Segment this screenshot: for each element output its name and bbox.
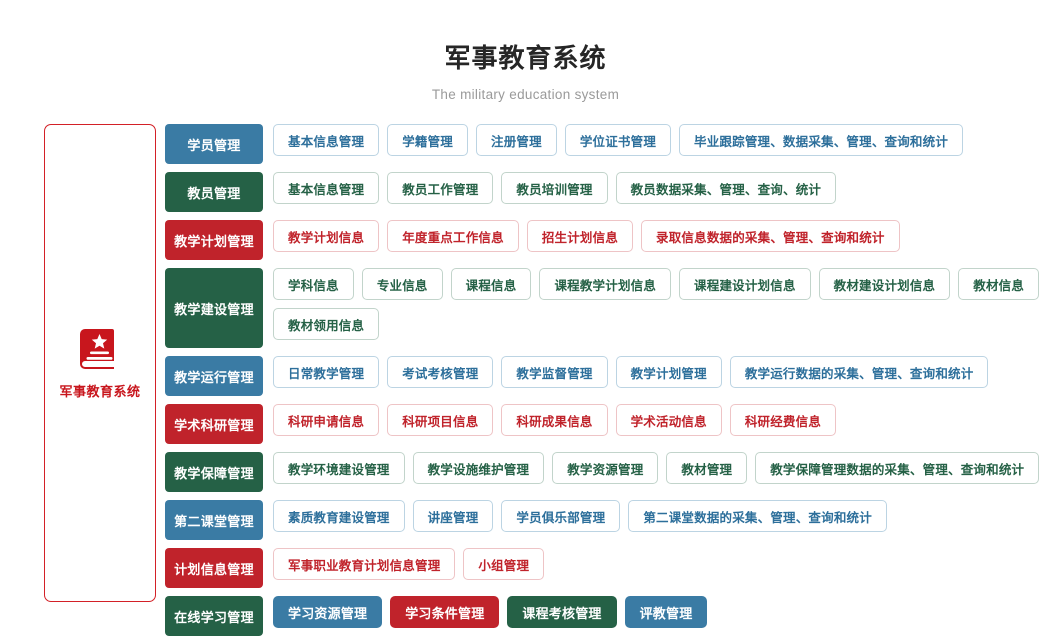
- module-item-button[interactable]: 科研申请信息: [273, 404, 380, 436]
- module-item-button[interactable]: 第二课堂数据的采集、管理、查询和统计: [628, 500, 887, 532]
- module-rows: 学员管理基本信息管理学籍管理注册管理学位证书管理毕业跟踪管理、数据采集、管理、查…: [165, 124, 1051, 644]
- module-item-button[interactable]: 教学环境建设管理: [273, 452, 405, 484]
- module-item-button[interactable]: 学习资源管理: [273, 596, 383, 628]
- module-item-button[interactable]: 学位证书管理: [564, 124, 672, 156]
- module-row-label[interactable]: 第二课堂管理: [165, 500, 263, 540]
- module-row: 在线学习管理学习资源管理学习条件管理课程考核管理评教管理: [165, 596, 1051, 636]
- module-item-button[interactable]: 专业信息: [361, 268, 443, 300]
- page-header: 军事教育系统 The military education system: [0, 0, 1051, 102]
- module-item-button[interactable]: 教学设施维护管理: [412, 452, 545, 484]
- module-item-button[interactable]: 教学监督管理: [501, 356, 608, 388]
- module-row-label[interactable]: 学员管理: [165, 124, 263, 164]
- module-item-button[interactable]: 教学运行数据的采集、管理、查询和统计: [729, 356, 989, 388]
- module-row-items: 基本信息管理教员工作管理教员培训管理教员数据采集、管理、查询、统计: [273, 172, 1051, 212]
- module-row: 第二课堂管理素质教育建设管理讲座管理学员俱乐部管理第二课堂数据的采集、管理、查询…: [165, 500, 1051, 540]
- module-item-button[interactable]: 教学保障管理数据的采集、管理、查询和统计: [755, 452, 1040, 484]
- module-item-button[interactable]: 评教管理: [624, 596, 708, 628]
- module-item-button[interactable]: 教员培训管理: [501, 172, 608, 204]
- module-item-button[interactable]: 注册管理: [476, 124, 557, 156]
- module-row: 教员管理基本信息管理教员工作管理教员培训管理教员数据采集、管理、查询、统计: [165, 172, 1051, 212]
- module-item-button[interactable]: 学员俱乐部管理: [501, 500, 621, 532]
- module-item-button[interactable]: 考试考核管理: [387, 356, 494, 388]
- module-row-label[interactable]: 教学保障管理: [165, 452, 263, 492]
- module-row-items: 科研申请信息科研项目信息科研成果信息学术活动信息科研经费信息: [273, 404, 1051, 444]
- module-row-items: 素质教育建设管理讲座管理学员俱乐部管理第二课堂数据的采集、管理、查询和统计: [273, 500, 1051, 540]
- book-star-icon: [80, 327, 120, 371]
- module-item-button[interactable]: 教员数据采集、管理、查询、统计: [615, 172, 837, 204]
- module-row-label[interactable]: 学术科研管理: [165, 404, 263, 444]
- module-row: 学员管理基本信息管理学籍管理注册管理学位证书管理毕业跟踪管理、数据采集、管理、查…: [165, 124, 1051, 164]
- module-item-button[interactable]: 教学计划信息: [273, 220, 380, 252]
- module-row-label[interactable]: 教学运行管理: [165, 356, 263, 396]
- module-item-button[interactable]: 课程考核管理: [507, 596, 617, 628]
- module-row: 教学建设管理学科信息专业信息课程信息课程教学计划信息课程建设计划信息教材建设计划…: [165, 268, 1051, 348]
- module-item-button[interactable]: 教材建设计划信息: [818, 268, 951, 300]
- module-row: 学术科研管理科研申请信息科研项目信息科研成果信息学术活动信息科研经费信息: [165, 404, 1051, 444]
- module-row: 计划信息管理军事职业教育计划信息管理小组管理: [165, 548, 1051, 588]
- module-item-button[interactable]: 科研经费信息: [729, 404, 837, 436]
- page-title: 军事教育系统: [444, 43, 607, 73]
- module-row: 教学运行管理日常教学管理考试考核管理教学监督管理教学计划管理教学运行数据的采集、…: [165, 356, 1051, 396]
- module-item-button[interactable]: 教材领用信息: [273, 308, 380, 340]
- module-item-button[interactable]: 教学计划管理: [615, 356, 722, 388]
- module-item-button[interactable]: 小组管理: [463, 548, 545, 580]
- module-item-button[interactable]: 学科信息: [273, 268, 354, 300]
- system-brand-label: 军事教育系统: [59, 383, 141, 399]
- module-item-button[interactable]: 学习条件管理: [390, 596, 500, 628]
- module-item-button[interactable]: 科研成果信息: [501, 404, 608, 436]
- module-item-button[interactable]: 课程建设计划信息: [679, 268, 811, 300]
- module-row-items: 教学计划信息年度重点工作信息招生计划信息录取信息数据的采集、管理、查询和统计: [273, 220, 1051, 260]
- module-row-label[interactable]: 教学计划管理: [165, 220, 263, 260]
- module-item-button[interactable]: 素质教育建设管理: [273, 500, 405, 532]
- module-item-button[interactable]: 招生计划信息: [526, 220, 634, 252]
- module-row-label[interactable]: 计划信息管理: [165, 548, 263, 588]
- module-row-items: 教学环境建设管理教学设施维护管理教学资源管理教材管理教学保障管理数据的采集、管理…: [273, 452, 1051, 492]
- module-item-button[interactable]: 军事职业教育计划信息管理: [273, 548, 456, 580]
- module-row: 教学计划管理教学计划信息年度重点工作信息招生计划信息录取信息数据的采集、管理、查…: [165, 220, 1051, 260]
- module-item-button[interactable]: 教材管理: [666, 452, 748, 484]
- module-item-button[interactable]: 课程教学计划信息: [539, 268, 672, 300]
- module-item-button[interactable]: 课程信息: [450, 268, 532, 300]
- module-row-items: 学习资源管理学习条件管理课程考核管理评教管理: [273, 596, 1051, 636]
- module-item-button[interactable]: 教材信息: [958, 268, 1040, 300]
- module-row: 教学保障管理教学环境建设管理教学设施维护管理教学资源管理教材管理教学保障管理数据…: [165, 452, 1051, 492]
- module-item-button[interactable]: 科研项目信息: [387, 404, 494, 436]
- system-brand-card[interactable]: 军事教育系统: [44, 124, 156, 602]
- module-row-label[interactable]: 在线学习管理: [165, 596, 263, 636]
- module-item-button[interactable]: 学术活动信息: [615, 404, 722, 436]
- module-item-button[interactable]: 日常教学管理: [273, 356, 380, 388]
- module-row-items: 日常教学管理考试考核管理教学监督管理教学计划管理教学运行数据的采集、管理、查询和…: [273, 356, 1051, 396]
- module-item-button[interactable]: 基本信息管理: [273, 124, 380, 156]
- module-row-items: 军事职业教育计划信息管理小组管理: [273, 548, 1051, 588]
- module-row-label[interactable]: 教学建设管理: [165, 268, 263, 348]
- module-item-button[interactable]: 毕业跟踪管理、数据采集、管理、查询和统计: [679, 124, 964, 156]
- content-area: 军事教育系统 学员管理基本信息管理学籍管理注册管理学位证书管理毕业跟踪管理、数据…: [0, 102, 1051, 644]
- module-item-button[interactable]: 教学资源管理: [552, 452, 659, 484]
- module-row-label[interactable]: 教员管理: [165, 172, 263, 212]
- module-item-button[interactable]: 学籍管理: [387, 124, 469, 156]
- module-item-button[interactable]: 年度重点工作信息: [387, 220, 519, 252]
- module-row-items: 基本信息管理学籍管理注册管理学位证书管理毕业跟踪管理、数据采集、管理、查询和统计: [273, 124, 1051, 164]
- page-subtitle: The military education system: [431, 87, 620, 102]
- module-row-items: 学科信息专业信息课程信息课程教学计划信息课程建设计划信息教材建设计划信息教材信息…: [273, 268, 1051, 348]
- module-item-button[interactable]: 基本信息管理: [273, 172, 380, 204]
- module-item-button[interactable]: 讲座管理: [412, 500, 494, 532]
- module-item-button[interactable]: 教员工作管理: [387, 172, 494, 204]
- module-item-button[interactable]: 录取信息数据的采集、管理、查询和统计: [641, 220, 900, 252]
